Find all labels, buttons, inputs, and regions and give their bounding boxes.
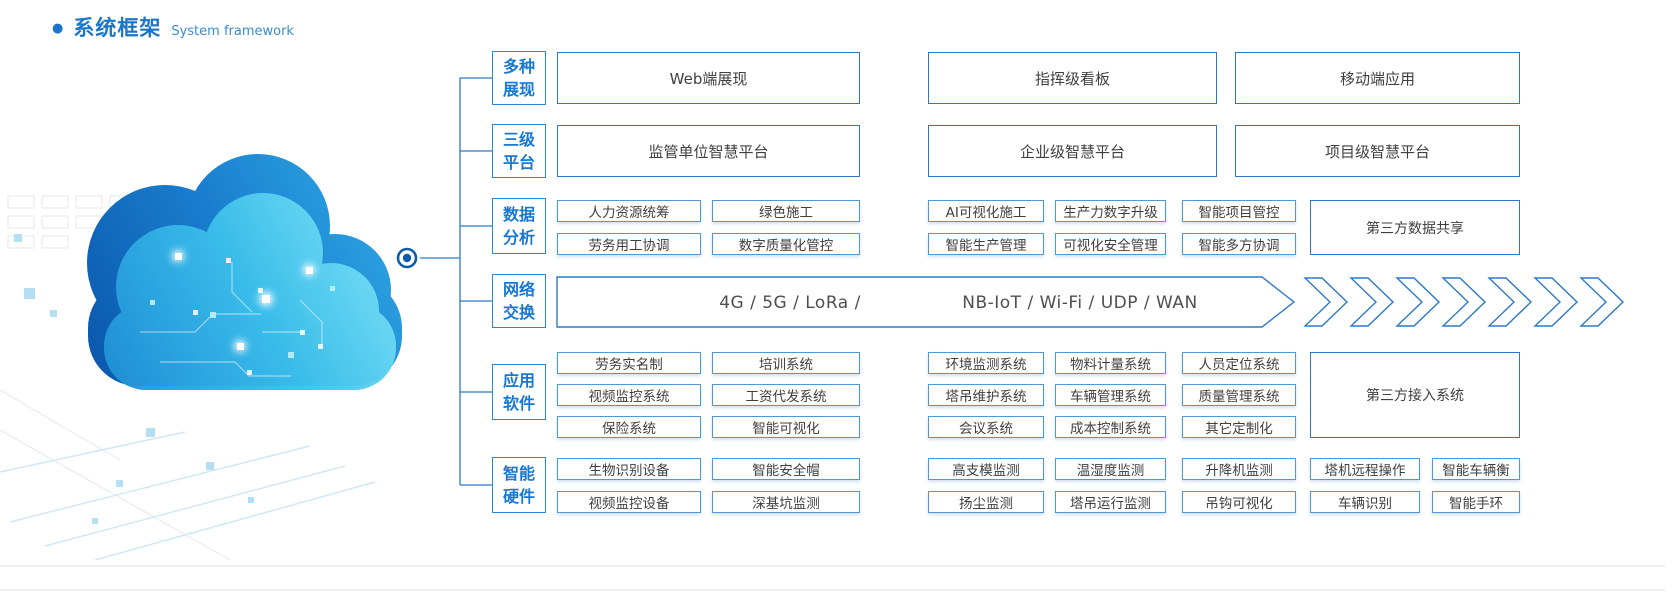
grid-box-data: 数字质量化管控 xyxy=(712,233,860,255)
section-title: ● 系统框架 System framework xyxy=(52,12,294,42)
grid-box-software: 人员定位系统 xyxy=(1182,352,1296,374)
network-band-text-left: 4G / 5G / LoRa / xyxy=(719,293,861,313)
cloud-illustration xyxy=(87,154,402,390)
grid-box-hardware: 智能车辆衡 xyxy=(1432,458,1520,480)
grid-box-hardware: 升降机监测 xyxy=(1182,458,1296,480)
connector-dot-icon xyxy=(394,245,420,271)
branch-label-line: 软件 xyxy=(502,394,535,413)
branch-label-hardware: 智能硬件 xyxy=(492,457,546,513)
page-title: 系统框架 xyxy=(73,16,162,40)
bullet-icon: ● xyxy=(52,21,64,36)
grid-box-data: 智能多方协调 xyxy=(1182,233,1296,255)
grid-box-software: 智能可视化 xyxy=(712,416,860,438)
grid-box-hardware: 智能安全帽 xyxy=(712,458,860,480)
grid-box-software: 质量管理系统 xyxy=(1182,384,1296,406)
cloud-glow-dots xyxy=(172,250,315,352)
grid-box-software: 视频监控系统 xyxy=(557,384,701,406)
branch-label-line: 网络 xyxy=(502,280,535,299)
grid-box-data: 绿色施工 xyxy=(712,200,860,222)
cloud-circuit-traces xyxy=(140,262,323,377)
grid-box-hardware: 车辆识别 xyxy=(1310,491,1420,513)
grid-box-software: 成本控制系统 xyxy=(1055,416,1166,438)
branch-label-line: 展现 xyxy=(502,80,535,99)
grid-box-data: 智能项目管控 xyxy=(1182,200,1296,222)
branch-label-line: 应用 xyxy=(502,371,535,390)
grid-box-data: 智能生产管理 xyxy=(928,233,1044,255)
box-third-party-access-system: 第三方接入系统 xyxy=(1310,352,1520,438)
grid-box-data: 人力资源统筹 xyxy=(557,200,701,222)
grid-box-hardware: 深基坑监测 xyxy=(712,491,860,513)
grid-box-hardware: 塔吊运行监测 xyxy=(1055,491,1166,513)
grid-box-hardware: 扬尘监测 xyxy=(928,491,1044,513)
branch-label-line: 数据 xyxy=(502,205,535,224)
branch-label-line: 平台 xyxy=(502,153,535,172)
grid-box-software: 劳务实名制 xyxy=(557,352,701,374)
floor-lines xyxy=(0,431,376,561)
branch-label-platform: 三级平台 xyxy=(492,124,546,178)
branch-label-network: 网络交换 xyxy=(492,274,546,328)
bottom-guide-lines xyxy=(0,565,1665,591)
grid-box-hardware: 高支模监测 xyxy=(928,458,1044,480)
page-subtitle: System framework xyxy=(171,24,294,39)
network-band xyxy=(556,276,1296,328)
branch-label-line: 多种 xyxy=(502,57,535,76)
grid-box-data: AI可视化施工 xyxy=(928,200,1044,222)
branch-label-data: 数据分析 xyxy=(492,198,546,254)
grid-box-data: 劳务用工协调 xyxy=(557,233,701,255)
box-display-mobile: 移动端应用 xyxy=(1235,52,1520,104)
grid-box-software: 塔吊维护系统 xyxy=(928,384,1044,406)
grid-box-software: 保险系统 xyxy=(557,416,701,438)
branch-label-line: 硬件 xyxy=(502,487,535,506)
grid-box-hardware: 温湿度监测 xyxy=(1055,458,1166,480)
grid-box-software: 培训系统 xyxy=(712,352,860,374)
grid-box-hardware: 吊钩可视化 xyxy=(1182,491,1296,513)
grid-box-software: 会议系统 xyxy=(928,416,1044,438)
branch-label-line: 三级 xyxy=(502,130,535,149)
branch-label-line: 交换 xyxy=(502,303,535,322)
grid-box-software: 其它定制化 xyxy=(1182,416,1296,438)
cloud-cyan-squares xyxy=(150,286,335,358)
branch-label-line: 智能 xyxy=(502,464,535,483)
box-platform-project: 项目级智慧平台 xyxy=(1235,125,1520,177)
branch-label-line: 分析 xyxy=(502,228,535,247)
grid-box-software: 环境监测系统 xyxy=(928,352,1044,374)
grid-box-hardware: 生物识别设备 xyxy=(557,458,701,480)
grid-box-software: 物料计量系统 xyxy=(1055,352,1166,374)
box-display-board: 指挥级看板 xyxy=(928,52,1217,104)
chevron-arrows-icon xyxy=(1303,277,1625,327)
grid-box-data: 生产力数字升级 xyxy=(1055,200,1166,222)
box-third-party-data-sharing: 第三方数据共享 xyxy=(1310,200,1520,255)
grid-box-software: 工资代发系统 xyxy=(712,384,860,406)
grid-box-hardware: 塔机远程操作 xyxy=(1310,458,1420,480)
grid-box-data: 可视化安全管理 xyxy=(1055,233,1166,255)
box-platform-regulator: 监管单位智慧平台 xyxy=(557,125,860,177)
box-platform-enterprise: 企业级智慧平台 xyxy=(928,125,1217,177)
box-display-web: Web端展现 xyxy=(557,52,860,104)
grid-box-hardware: 智能手环 xyxy=(1432,491,1520,513)
grid-box-software: 车辆管理系统 xyxy=(1055,384,1166,406)
connector-lines xyxy=(420,77,492,486)
cloud-circuit-nodes xyxy=(193,258,323,375)
branch-label-display: 多种展现 xyxy=(492,51,546,105)
branch-label-software: 应用软件 xyxy=(492,364,546,420)
grid-box-hardware: 视频监控设备 xyxy=(557,491,701,513)
floor-squares xyxy=(14,234,254,524)
network-band-text-right: NB-IoT / Wi-Fi / UDP / WAN xyxy=(962,293,1198,313)
